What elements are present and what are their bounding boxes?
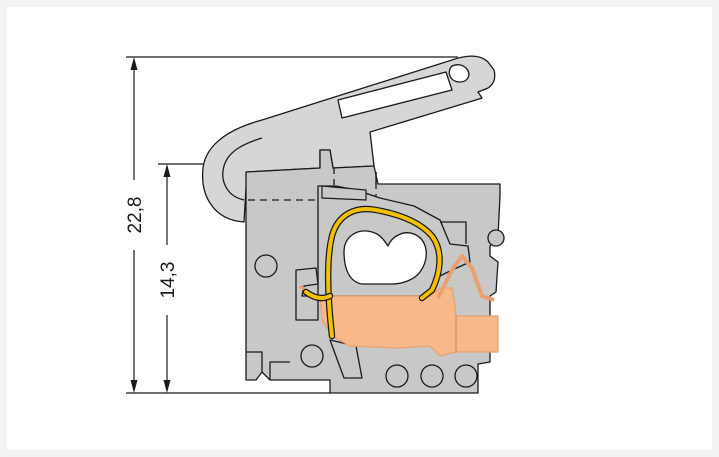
clamping-spring xyxy=(302,205,443,340)
foot-detail xyxy=(246,351,290,380)
pivot-detail xyxy=(321,185,367,201)
rib-detail xyxy=(375,172,467,244)
spring-inner-stroke xyxy=(326,207,442,338)
side-hole xyxy=(487,229,505,247)
pivot-slot xyxy=(321,185,367,201)
housing xyxy=(245,149,505,394)
mounting-hole-lower xyxy=(300,344,324,368)
test-hole-2 xyxy=(420,364,444,388)
dimension-label-body: 14,3 xyxy=(158,262,179,299)
lever-window xyxy=(337,71,453,119)
contact-spring-zigzag xyxy=(436,254,495,302)
mounting-hole-upper xyxy=(254,254,278,278)
release-cavity xyxy=(343,230,427,285)
left-clip xyxy=(295,267,319,321)
arrow-top-overall xyxy=(130,57,138,70)
lever-inner-contour xyxy=(222,137,263,201)
arrow-top-body xyxy=(163,164,171,177)
test-hole-1 xyxy=(385,364,409,388)
arrow-bottom-overall xyxy=(130,380,138,393)
arrow-bottom-body xyxy=(163,380,171,393)
dimension-label-overall: 22,8 xyxy=(125,197,146,234)
label-gap-overall xyxy=(124,180,144,250)
operating-lever xyxy=(201,55,496,223)
spring-hook xyxy=(304,290,332,301)
current-bar-body xyxy=(319,287,499,357)
label-gap-body xyxy=(157,245,177,315)
lever-hook-notch xyxy=(448,64,470,83)
test-hole-3 xyxy=(454,364,478,388)
